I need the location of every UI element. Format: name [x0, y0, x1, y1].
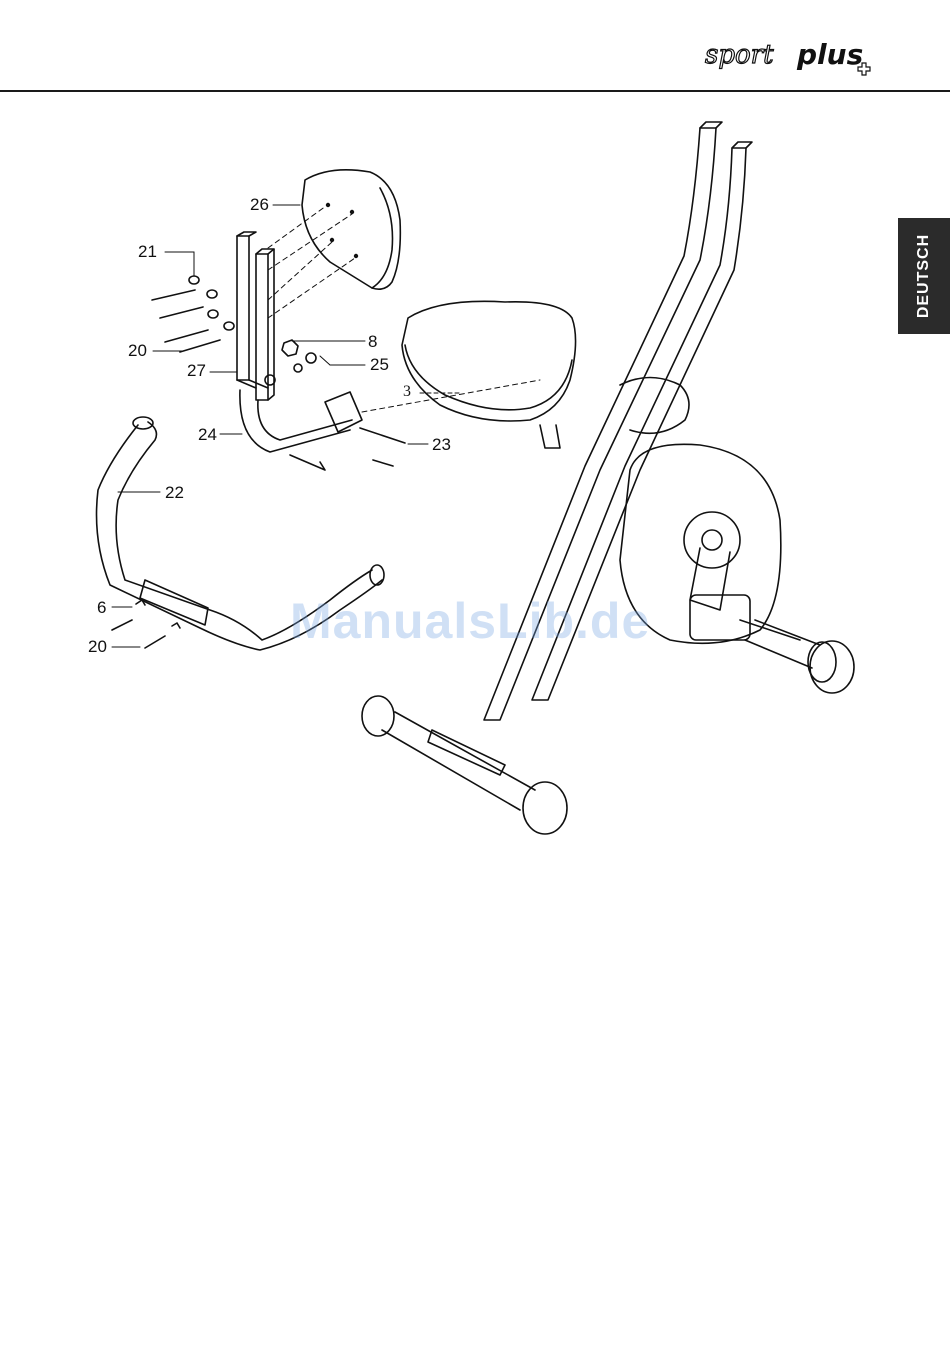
callout-26: 26: [250, 195, 269, 215]
header-rule: [0, 90, 950, 92]
brand-plus-text: plus: [797, 38, 863, 71]
backrest-frame: [237, 232, 352, 470]
callout-27: 27: [187, 361, 206, 381]
callout-20-bottom: 20: [88, 637, 107, 657]
brand-sport-text: sport: [705, 40, 774, 70]
callout-8: 8: [368, 332, 377, 352]
front-stabilizer: [745, 620, 854, 693]
alignment-dashes: [268, 206, 540, 412]
callout-21: 21: [138, 242, 157, 262]
leader-lines: [112, 205, 462, 647]
callout-20-top: 20: [128, 341, 147, 361]
callout-3: 3: [403, 383, 411, 401]
callout-6: 6: [97, 598, 106, 618]
watermark: ManualsLib.de: [290, 592, 650, 650]
assembly-diagram: [0, 100, 950, 860]
brand-cross-icon: [857, 62, 871, 76]
callout-25: 25: [370, 355, 389, 375]
backrest-pad: [302, 170, 400, 289]
rear-stabilizer: [362, 696, 567, 834]
callout-23: 23: [432, 435, 451, 455]
screws-backrest: [152, 276, 234, 352]
callout-24: 24: [198, 425, 217, 445]
brand-logo: sport plus: [705, 40, 875, 80]
callout-22: 22: [165, 483, 184, 503]
saddle: [402, 301, 576, 448]
